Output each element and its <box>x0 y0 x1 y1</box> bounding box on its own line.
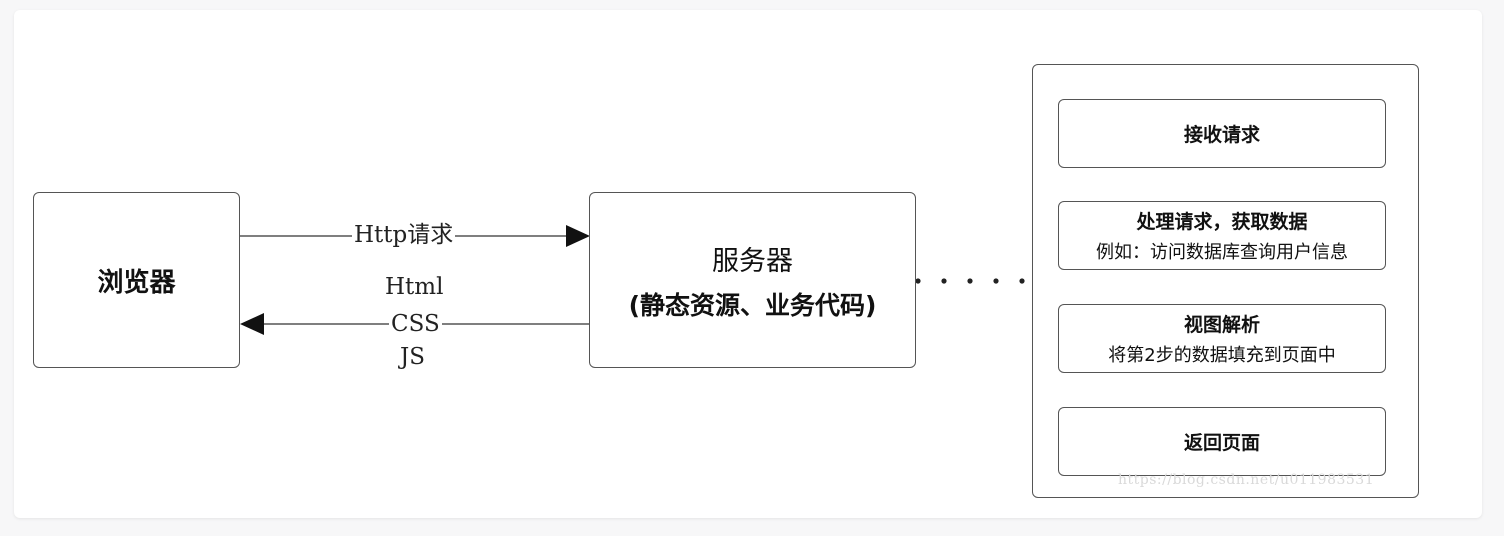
step-return-page: 返回页面 <box>1058 407 1386 476</box>
browser-box: 浏览器 <box>33 192 240 368</box>
step-receive-request: 接收请求 <box>1058 99 1386 168</box>
response-label-html: Html <box>383 274 446 300</box>
server-box: 服务器 (静态资源、业务代码) <box>589 192 916 368</box>
dotted-connector <box>915 278 1025 284</box>
request-arrowhead <box>566 225 590 247</box>
response-arrowhead <box>240 313 264 335</box>
step-title: 视图解析 <box>1183 314 1260 336</box>
step-process-request: 处理请求，获取数据 例如：访问数据库查询用户信息 <box>1058 201 1386 270</box>
watermark: https://blog.csdn.net/u011983531 <box>1118 472 1375 488</box>
response-label-css: CSS <box>389 311 442 337</box>
server-title: 服务器 <box>712 245 793 277</box>
step-detail: 例如：访问数据库查询用户信息 <box>1096 242 1348 263</box>
request-arrow-label: Http请求 <box>352 222 456 248</box>
step-title: 接收请求 <box>1183 124 1260 146</box>
browser-label: 浏览器 <box>97 267 176 298</box>
step-view-resolve: 视图解析 将第2步的数据填充到页面中 <box>1058 304 1386 373</box>
step-title: 处理请求，获取数据 <box>1136 211 1308 233</box>
response-label-js: JS <box>398 344 427 370</box>
server-subtitle: (静态资源、业务代码) <box>628 290 877 320</box>
step-detail: 将第2步的数据填充到页面中 <box>1108 345 1336 366</box>
step-title: 返回页面 <box>1183 432 1260 454</box>
